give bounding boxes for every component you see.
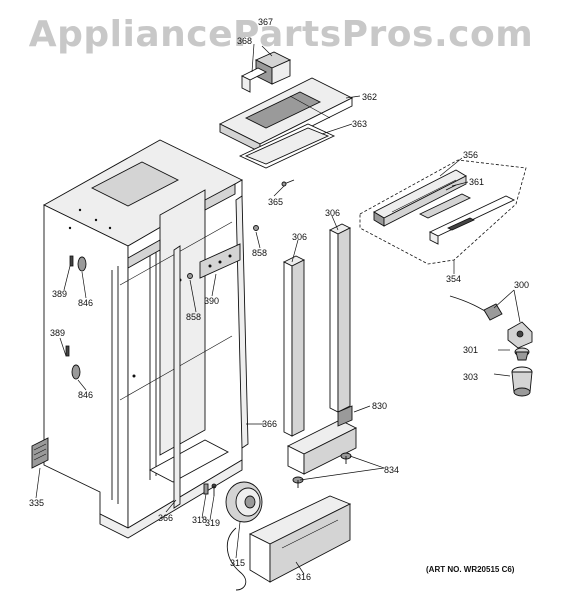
label-363: 363 xyxy=(352,119,367,129)
bracket-830 xyxy=(286,405,358,475)
screw-365 xyxy=(281,179,295,187)
control-assembly-354-outline xyxy=(359,159,527,265)
label-858-right: 858 xyxy=(252,248,267,258)
control-panel-356 xyxy=(373,169,467,227)
bracket-390 xyxy=(199,243,241,279)
socket-368 xyxy=(240,67,268,93)
label-315: 315 xyxy=(230,558,245,568)
label-361: 361 xyxy=(469,177,484,187)
clip-389-lower xyxy=(65,345,70,357)
screw-319 xyxy=(211,483,217,496)
board-361 xyxy=(418,184,472,219)
label-356: 356 xyxy=(463,150,478,160)
label-846-upper: 846 xyxy=(78,298,93,308)
lens-363 xyxy=(238,123,336,169)
screw-858-right xyxy=(253,225,259,231)
cap-301 xyxy=(514,347,530,361)
label-834: 834 xyxy=(384,465,399,475)
label-362: 362 xyxy=(362,92,377,102)
label-303: 303 xyxy=(463,372,478,382)
label-301: 301 xyxy=(463,345,478,355)
label-367: 367 xyxy=(258,17,273,27)
grill-335 xyxy=(31,437,49,469)
watermark-text: AppliancePartsPros.com xyxy=(29,14,533,55)
rail-306-left xyxy=(282,255,306,437)
label-306-left: 306 xyxy=(292,232,307,242)
label-316: 316 xyxy=(296,572,311,582)
label-368: 368 xyxy=(237,36,252,46)
cabinet-case xyxy=(43,139,243,539)
fan-motor-315 xyxy=(225,481,263,591)
label-366-right: 366 xyxy=(262,419,277,429)
art-number: (ART NO. WR20515 C6) xyxy=(426,565,515,574)
rail-306-right xyxy=(328,223,352,413)
label-300: 300 xyxy=(514,280,529,290)
plug-846-upper xyxy=(77,256,87,272)
label-858-left: 858 xyxy=(186,312,201,322)
screw-318 xyxy=(203,483,209,495)
cover-316 xyxy=(248,495,352,583)
label-318: 318 xyxy=(192,515,207,525)
screw-858-left xyxy=(187,273,193,279)
water-valve-300 xyxy=(449,295,533,349)
filter-303 xyxy=(511,366,533,397)
label-846-lower: 846 xyxy=(78,390,93,400)
label-365: 365 xyxy=(268,197,283,207)
label-306-right: 306 xyxy=(325,208,340,218)
interface-board xyxy=(428,195,516,245)
leader-lines xyxy=(35,43,521,575)
label-830: 830 xyxy=(372,401,387,411)
clip-389-upper xyxy=(69,255,74,267)
plug-846-lower xyxy=(71,364,81,380)
label-366-left: 366 xyxy=(158,513,173,523)
label-335: 335 xyxy=(29,498,44,508)
label-389-lower: 389 xyxy=(50,328,65,338)
label-319: 319 xyxy=(205,518,220,528)
label-389-upper: 389 xyxy=(52,289,67,299)
label-354: 354 xyxy=(446,274,461,284)
light-box-367 xyxy=(254,51,292,85)
label-390: 390 xyxy=(204,296,219,306)
part-labels: 367 368 362 363 365 356 361 354 306 306 … xyxy=(29,17,529,582)
trim-366-left xyxy=(173,245,181,509)
